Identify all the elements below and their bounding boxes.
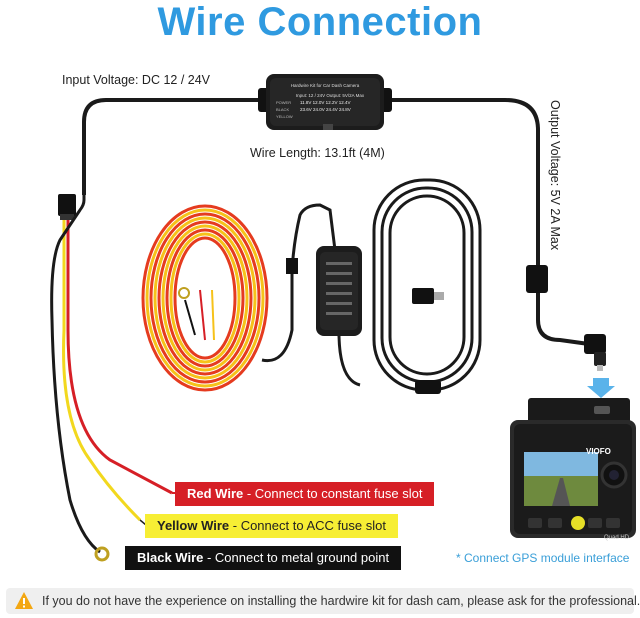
coiled-power-cable bbox=[141, 204, 269, 392]
small-fuse bbox=[286, 258, 298, 274]
micro-usb-connector bbox=[412, 288, 444, 304]
warning-text: If you do not have the experience on ins… bbox=[42, 594, 640, 608]
fuse-holder bbox=[58, 194, 76, 220]
gps-note: * Connect GPS module interface bbox=[456, 551, 630, 565]
ring-terminal bbox=[94, 546, 110, 562]
svg-text:Hardwire Kit for Car Dash Came: Hardwire Kit for Car Dash Camera bbox=[291, 83, 360, 88]
warning-icon bbox=[15, 592, 33, 609]
output-cable bbox=[392, 98, 597, 347]
dash-camera: VIOFO Quad HD bbox=[510, 398, 636, 541]
camera-model: Quad HD bbox=[604, 535, 630, 541]
warning-bar: If you do not have the experience on ins… bbox=[6, 588, 640, 614]
svg-text:Input: 12 / 24V Output: 5V/2A: Input: 12 / 24V Output: 5V/2A Max bbox=[296, 93, 365, 98]
down-arrow-icon bbox=[587, 378, 615, 398]
red-wire bbox=[66, 220, 173, 495]
ferrite-core bbox=[526, 265, 548, 293]
svg-text:23.6V 24.0V 24.4V 24.8V: 23.6V 24.0V 24.4V 24.8V bbox=[300, 107, 351, 112]
page-title: Wire Connection bbox=[157, 0, 483, 44]
yellow-wire bbox=[62, 220, 142, 522]
black-wire bbox=[50, 195, 101, 554]
usb-c-connector bbox=[584, 334, 606, 371]
wire-length-label: Wire Length: 13.1ft (4M) bbox=[250, 146, 385, 160]
small-control-box bbox=[316, 246, 362, 336]
black-wire-label: Black Wire - Connect to metal ground poi… bbox=[125, 546, 402, 570]
svg-text:YELLOW: YELLOW bbox=[276, 114, 293, 119]
svg-text:BLACK: BLACK bbox=[276, 107, 289, 112]
main-power-cable bbox=[82, 98, 262, 195]
coiled-usb-cable bbox=[372, 178, 482, 392]
yellow-wire-label: Yellow Wire - Connect to ACC fuse slot bbox=[145, 514, 398, 538]
ferrite-core bbox=[415, 380, 441, 394]
output-voltage-label: Output Voltage: 5V 2A Max bbox=[548, 100, 562, 251]
red-wire-label: Red Wire - Connect to constant fuse slot bbox=[175, 482, 435, 506]
input-voltage-label: Input Voltage: DC 12 / 24V bbox=[62, 73, 211, 87]
hardwire-box: Hardwire Kit for Car Dash Camera Input: … bbox=[258, 74, 392, 130]
camera-brand: VIOFO bbox=[586, 447, 611, 456]
svg-text:POWER: POWER bbox=[276, 100, 291, 105]
svg-text:11.8V 12.0V 12.2V 12.4V: 11.8V 12.0V 12.2V 12.4V bbox=[300, 100, 350, 105]
